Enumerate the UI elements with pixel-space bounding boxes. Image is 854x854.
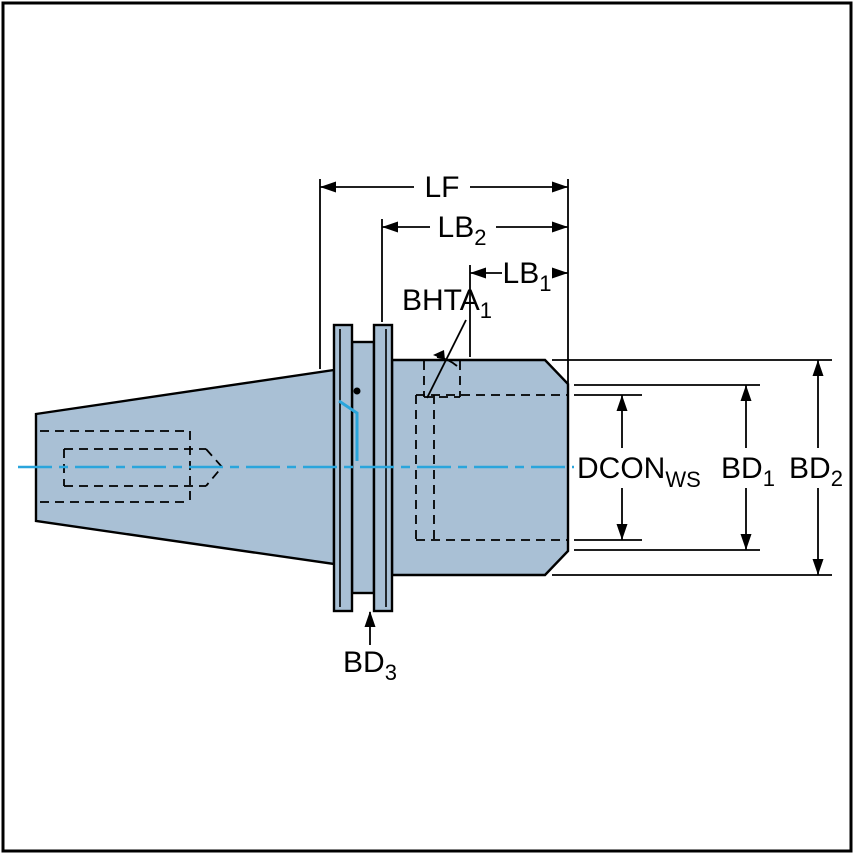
dimension-label-dcon-ws: DCONWS (577, 452, 701, 492)
arrowhead-right (552, 181, 568, 193)
arrowhead-up (616, 395, 628, 411)
angle-arrowhead (433, 350, 445, 360)
hidden-drill-point (205, 448, 224, 487)
arrowhead-up (812, 360, 824, 376)
dimension-label-bd3: BD3 (343, 646, 397, 685)
coolant-hole-dot (353, 387, 361, 395)
arrowhead-down (740, 534, 752, 550)
arrowhead-left (470, 267, 486, 279)
arrowhead-left (382, 221, 398, 233)
dim-bd2: BD2 (552, 359, 843, 576)
coolant-duct-line (338, 399, 359, 461)
arrowhead-right (552, 267, 568, 279)
angle-arc (436, 356, 458, 367)
hidden-bore-coupling (415, 361, 568, 541)
dimension-label-lb1: LB1 (503, 257, 552, 296)
arrowhead-down (616, 524, 628, 540)
dim-bd1: BD1 (574, 384, 775, 551)
tool-holder-part (18, 323, 574, 613)
dim-lb2: LB2 (381, 211, 568, 322)
dimension-label-lf: LF (424, 171, 459, 204)
dim-bd3: BD3 (343, 611, 397, 685)
dimension-label-bhta1: BHTA1 (402, 284, 492, 323)
dim-bhta1: BHTA1 (402, 284, 492, 399)
dim-lf: LF (319, 171, 569, 383)
dimension-label-bd2: BD2 (789, 452, 843, 491)
dim-dcon-ws: DCONWS (574, 394, 701, 541)
arrowhead-right (552, 221, 568, 233)
coolant-channel (338, 387, 361, 461)
arrowhead-down (812, 559, 824, 575)
arrowhead-up (364, 611, 376, 627)
arrowhead-up (740, 385, 752, 401)
arrowhead-left (320, 181, 336, 193)
dimension-label-bd1: BD1 (721, 452, 775, 491)
dim-lb1: LB1 (469, 257, 568, 357)
dimension-label-lb2: LB2 (438, 211, 487, 250)
